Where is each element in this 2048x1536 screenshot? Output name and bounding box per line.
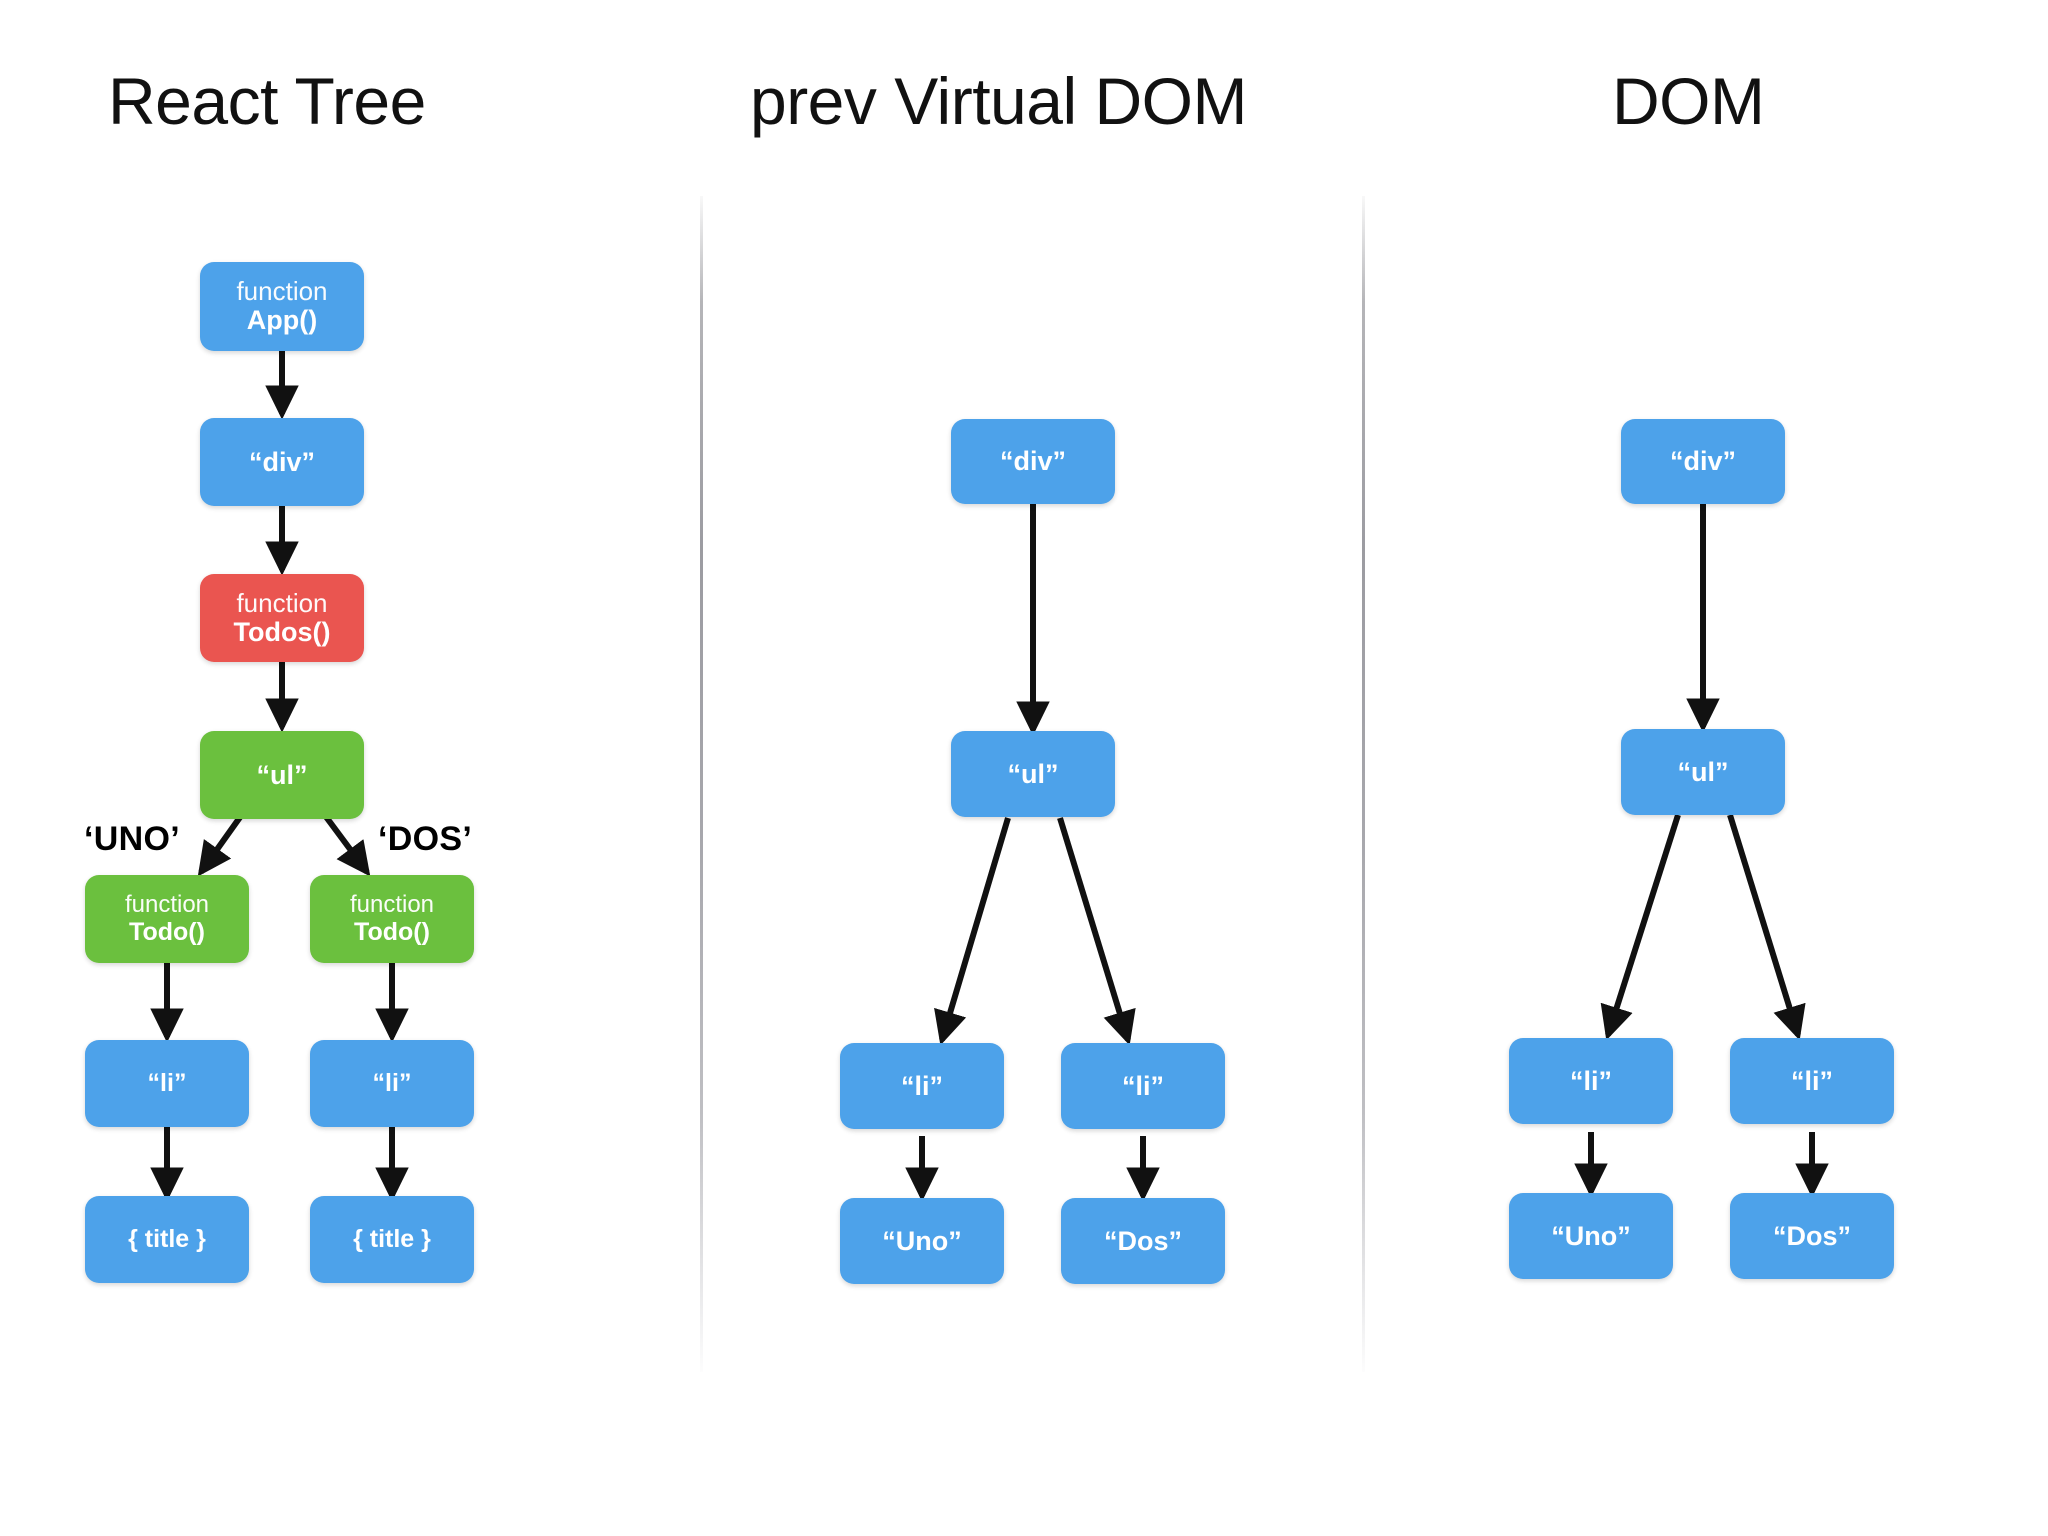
column-separator-right <box>1362 196 1365 1372</box>
vdom-node-li-left-label: “li” <box>900 1070 943 1101</box>
vdom-node-li-right-label: “li” <box>1121 1070 1164 1101</box>
dom-node-div[interactable]: “div” <box>1621 419 1785 504</box>
react-node-li-left-label: “li” <box>147 1069 187 1097</box>
dom-node-text-right-label: “Dos” <box>1772 1220 1851 1251</box>
react-node-title-left-label: { title } <box>128 1225 206 1253</box>
vdom-node-text-left-label: “Uno” <box>882 1225 962 1256</box>
dom-node-ul[interactable]: “ul” <box>1621 729 1785 815</box>
dom-node-li-right-label: “li” <box>1790 1065 1833 1096</box>
react-node-app-keyword: function <box>236 276 328 307</box>
dom-node-ul-label: “ul” <box>1677 756 1729 787</box>
react-node-todo-left[interactable]: function Todo() <box>85 875 249 963</box>
react-node-todos-keyword: function <box>236 587 328 618</box>
react-node-todos-name: Todos() <box>233 616 331 647</box>
react-node-title-right[interactable]: { title } <box>310 1196 474 1283</box>
react-node-li-left[interactable]: “li” <box>85 1040 249 1127</box>
react-node-title-left[interactable]: { title } <box>85 1196 249 1283</box>
react-node-todo-right-name: Todo() <box>354 917 430 946</box>
vdom-node-ul[interactable]: “ul” <box>951 731 1115 817</box>
react-node-todo-left-keyword: function <box>124 891 210 919</box>
vdom-node-text-right-label: “Dos” <box>1103 1225 1182 1256</box>
vdom-node-div-label: “div” <box>999 446 1066 476</box>
react-node-div-label: “div” <box>248 446 315 477</box>
dom-node-li-left[interactable]: “li” <box>1509 1038 1673 1124</box>
dom-node-li-right[interactable]: “li” <box>1730 1038 1894 1124</box>
vdom-node-text-left[interactable]: “Uno” <box>840 1198 1004 1284</box>
react-node-app-name: App() <box>246 305 318 336</box>
react-key-label-uno: ‘UNO’ <box>84 820 180 858</box>
react-node-todo-left-name: Todo() <box>129 917 205 946</box>
arrow-vdom-ul-to-li-left <box>934 817 1011 1046</box>
vdom-node-text-right[interactable]: “Dos” <box>1061 1198 1225 1284</box>
vdom-node-li-left[interactable]: “li” <box>840 1043 1004 1129</box>
dom-node-text-left[interactable]: “Uno” <box>1509 1193 1673 1279</box>
react-node-todo-right-keyword: function <box>349 891 435 919</box>
dom-node-text-left-label: “Uno” <box>1551 1220 1631 1251</box>
column-title-prev-virtual-dom: prev Virtual DOM <box>750 64 1247 138</box>
react-node-todos[interactable]: function Todos() <box>200 574 364 662</box>
arrow-dom-ul-to-li-right <box>1727 814 1806 1041</box>
dom-node-text-right[interactable]: “Dos” <box>1730 1193 1894 1279</box>
react-node-div[interactable]: “div” <box>200 418 364 506</box>
react-node-title-right-label: { title } <box>353 1225 431 1253</box>
column-separator-left <box>700 196 703 1372</box>
react-node-li-right-label: “li” <box>372 1069 412 1097</box>
arrow-dom-ul-to-li-left <box>1600 814 1681 1041</box>
react-node-ul-label: “ul” <box>256 759 308 790</box>
react-key-label-dos: ‘DOS’ <box>378 820 473 858</box>
react-node-todo-right[interactable]: function Todo() <box>310 875 474 963</box>
dom-node-li-left-label: “li” <box>1569 1065 1612 1096</box>
vdom-node-li-right[interactable]: “li” <box>1061 1043 1225 1129</box>
vdom-node-ul-label: “ul” <box>1007 758 1059 789</box>
vdom-node-div[interactable]: “div” <box>951 419 1115 504</box>
react-node-app[interactable]: function App() <box>200 262 364 351</box>
column-title-react-tree: React Tree <box>108 64 426 138</box>
react-node-li-right[interactable]: “li” <box>310 1040 474 1127</box>
arrow-vdom-ul-to-li-right <box>1057 817 1136 1046</box>
react-node-ul[interactable]: “ul” <box>200 731 364 819</box>
column-title-dom: DOM <box>1612 64 1765 138</box>
dom-node-div-label: “div” <box>1669 446 1736 476</box>
